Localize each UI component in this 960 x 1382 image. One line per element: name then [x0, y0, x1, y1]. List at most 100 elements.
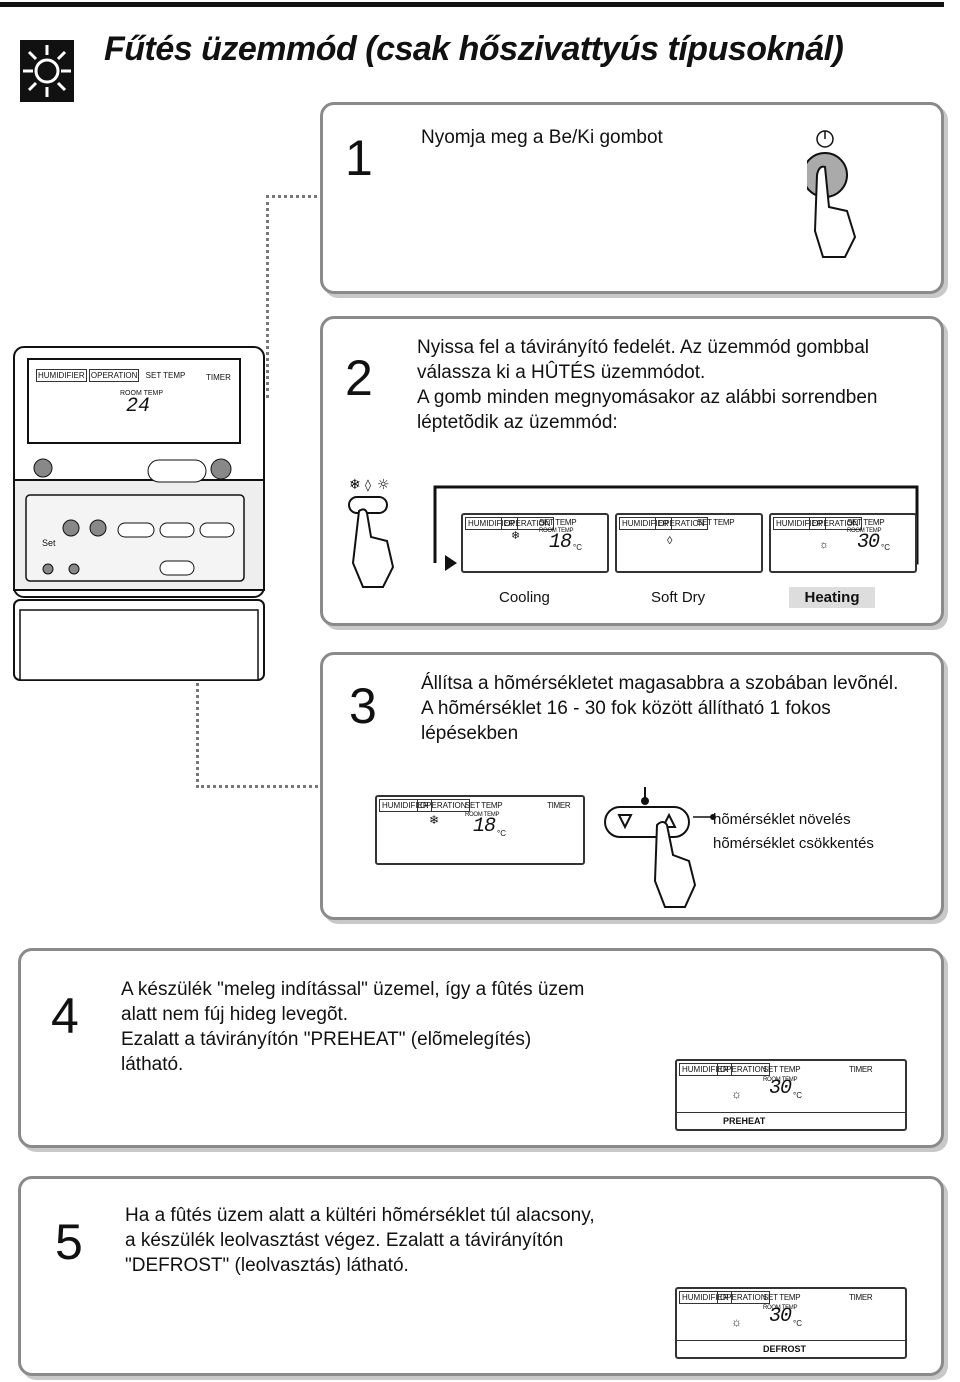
step-text-line: Ha a fûtés üzem alatt a kültéri hõmérsék… — [125, 1205, 595, 1226]
mode-display-heating: HUMIDIFIER OPERATION SET TEMP ROOM TEMP … — [769, 513, 917, 573]
step-1-card: 1 Nyomja meg a Be/Ki gombot — [320, 102, 944, 294]
step-text-line: léptetõdik az üzemmód: — [417, 412, 618, 433]
callout-increase: hõmérséklet növelés — [713, 811, 851, 828]
operation-label: OPERATION — [417, 799, 470, 812]
callout-decrease: hõmérséklet csökkentés — [713, 835, 874, 852]
sun-icon: ☼ — [819, 539, 829, 551]
temp-readout: 30 — [857, 531, 880, 554]
step-text-line: lépésekben — [421, 723, 519, 744]
step-number: 4 — [51, 988, 79, 1044]
svg-text:◊: ◊ — [365, 478, 371, 492]
mode-caption-soft-dry: Soft Dry — [651, 589, 706, 606]
step-4-card: 4 A készülék "meleg indítással" üzemel, … — [18, 948, 944, 1148]
settemp-label: SET TEMP — [763, 1065, 801, 1074]
power-button[interactable] — [802, 127, 877, 277]
roomtemp-label: ROOM TEMP — [763, 1305, 798, 1311]
defrost-display: HUMIDIFIER OPERATION SET TEMP TIMER ROOM… — [675, 1287, 907, 1359]
step-number: 1 — [345, 130, 373, 186]
step-text-line: "DEFROST" (leolvasztás) látható. — [125, 1255, 409, 1276]
unit-label: °C — [497, 829, 506, 838]
settemp-label: SET TEMP — [847, 518, 885, 527]
snowflake-icon: ❄ — [511, 530, 520, 542]
unit-label: °C — [573, 543, 582, 552]
step-text-line: látható. — [121, 1054, 184, 1075]
callout-lines — [693, 814, 716, 820]
humidifier-label: HUMIDIFIER — [619, 517, 672, 530]
remote-timer-label: TIMER — [206, 373, 231, 382]
mode-button[interactable]: ❄ ◊ ☼ — [343, 475, 413, 595]
settemp-label: SET TEMP — [539, 518, 577, 527]
settemp-label: SET TEMP — [763, 1293, 801, 1302]
step-text-line: alatt nem fúj hideg levegõt. — [121, 1004, 349, 1025]
temp-readout: 30 — [769, 1077, 792, 1100]
roomtemp-label: ROOM TEMP — [539, 528, 574, 534]
mode-display-cooling: HUMIDIFIER OPERATION SET TEMP ROOM TEMP … — [461, 513, 609, 573]
step-text-line: Nyomja meg a Be/Ki gombot — [421, 127, 663, 148]
mode-caption-heating: Heating — [789, 587, 875, 608]
humidifier-label: HUMIDIFIER — [679, 1291, 732, 1304]
remote-roomtemp-label: ROOM TEMP — [120, 390, 164, 397]
humidifier-label: HUMIDIFIER — [773, 517, 826, 530]
timer-label: TIMER — [547, 801, 571, 810]
top-rule — [0, 2, 944, 7]
operation-label: OPERATION — [501, 517, 554, 530]
mode-display-soft-dry: HUMIDIFIER OPERATION SET TEMP ◊ — [615, 513, 763, 573]
step-text-line: a készülék leolvasztást végez. Ezalatt a… — [125, 1230, 564, 1251]
roomtemp-label: ROOM TEMP — [465, 812, 500, 818]
step-number: 5 — [55, 1214, 83, 1270]
temp-up-down-buttons[interactable] — [599, 785, 709, 915]
heating-sun-icon — [20, 40, 74, 102]
unit-label: °C — [793, 1091, 802, 1100]
step-text-line: Állítsa a hõmérsékletet magasabbra a szo… — [421, 673, 899, 694]
remote-set-label: Set — [42, 538, 56, 548]
preheat-display: HUMIDIFIER OPERATION SET TEMP TIMER ROOM… — [675, 1059, 907, 1131]
remote-temp-readout: 24 — [126, 395, 151, 418]
timer-label: TIMER — [849, 1065, 873, 1074]
remote-settemp-label: SET TEMP — [145, 371, 186, 380]
step-text-line: Nyissa fel a távirányító fedelét. Az üze… — [417, 337, 870, 358]
page-title: Fűtés üzemmód (csak hőszivattyús típusok… — [104, 30, 844, 68]
temp-readout: 18 — [473, 815, 496, 838]
sun-icon: ☼ — [731, 1087, 742, 1101]
mode-caption-cooling: Cooling — [499, 589, 550, 606]
operation-label: OPERATION — [809, 517, 862, 530]
temperature-display: HUMIDIFIER OPERATION SET TEMP TIMER ROOM… — [375, 795, 585, 865]
humidifier-label: HUMIDIFIER — [679, 1063, 732, 1076]
settemp-label: SET TEMP — [465, 801, 503, 810]
svg-text:❄: ❄ — [349, 477, 361, 493]
step-text-line: Ezalatt a távirányítón "PREHEAT" (elõmel… — [121, 1029, 532, 1050]
humidifier-label: HUMIDIFIER — [379, 799, 432, 812]
temp-readout: 30 — [769, 1305, 792, 1328]
step-text-line: A készülék "meleg indítással" üzemel, íg… — [121, 979, 585, 1000]
operation-label: OPERATION — [717, 1291, 770, 1304]
preheat-status: PREHEAT — [677, 1112, 905, 1129]
roomtemp-label: ROOM TEMP — [763, 1077, 798, 1083]
operation-label: OPERATION — [717, 1063, 770, 1076]
snowflake-icon: ❄ — [429, 813, 439, 827]
droplet-icon: ◊ — [667, 535, 673, 547]
svg-text:☼: ☼ — [377, 477, 390, 493]
step-number: 3 — [349, 678, 377, 734]
step-text-line: A gomb minden megnyomásakor az alábbi so… — [417, 387, 878, 408]
humidifier-label: HUMIDIFIER — [465, 517, 518, 530]
defrost-status: DEFROST — [677, 1340, 905, 1357]
step-text-line: A hõmérséklet 16 - 30 fok között állítha… — [421, 698, 831, 719]
unit-label: °C — [881, 543, 890, 552]
step-3-card: 3 Állítsa a hõmérsékletet magasabbra a s… — [320, 652, 944, 920]
step-5-card: 5 Ha a fûtés üzem alatt a kültéri hõmérs… — [18, 1176, 944, 1376]
connector-1 — [266, 195, 323, 398]
remote-control: HUMIDIFIER OPERATION SET TEMP TIMER ROOM… — [0, 345, 280, 685]
step-number: 2 — [345, 350, 373, 406]
temp-readout: 18 — [549, 531, 572, 554]
step-2-card: 2 Nyissa fel a távirányító fedelét. Az ü… — [320, 316, 944, 626]
unit-label: °C — [793, 1319, 802, 1328]
operation-label: OPERATION — [655, 517, 708, 530]
settemp-label: SET TEMP — [697, 518, 735, 527]
remote-operation-label: OPERATION — [88, 369, 140, 382]
timer-label: TIMER — [849, 1293, 873, 1302]
roomtemp-label: ROOM TEMP — [847, 528, 882, 534]
remote-humidifier-label: HUMIDIFIER — [36, 369, 87, 382]
step-text-line: válassza ki a HÛTÉS üzemmódot. — [417, 362, 706, 383]
connector-3 — [196, 665, 323, 788]
sun-icon: ☼ — [731, 1315, 742, 1329]
